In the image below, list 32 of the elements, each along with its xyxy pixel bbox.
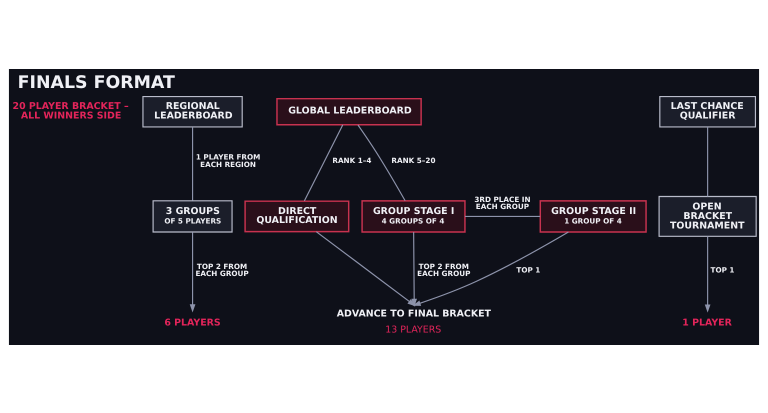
edge-label: TOP 1	[710, 265, 734, 274]
node-box: OPEN BRACKET TOURNAMENT	[658, 195, 757, 236]
node-label: 13 PLAYERS	[385, 324, 442, 335]
connector	[192, 126, 194, 200]
edge-label: TOP 1	[516, 265, 540, 274]
node-box: GLOBAL LEADERBOARD	[276, 97, 422, 125]
arrow	[412, 231, 569, 306]
connector	[465, 215, 540, 216]
diagram-title: FINALS FORMAT	[18, 72, 175, 92]
arrow	[316, 230, 416, 306]
edge-label: RANK 5–20	[391, 156, 436, 165]
edge-label: 1 PLAYER FROM EACH REGION	[196, 152, 260, 168]
node-box: 3 GROUPS OF 5 PLAYERS	[152, 200, 233, 232]
arrow	[704, 236, 710, 312]
node-box: GROUP STAGE II 1 GROUP OF 4	[540, 200, 647, 232]
arrow	[411, 232, 418, 306]
node-text: ADVANCE TO FINAL BRACKET	[336, 308, 491, 319]
connector	[357, 124, 406, 201]
node-box: REGIONAL LEADERBOARD	[142, 95, 243, 128]
edge-label: TOP 2 FROM EACH GROUP	[195, 261, 249, 278]
label: 20 PLAYER BRACKET – ALL WINNERS SIDE	[12, 100, 129, 122]
connector	[707, 126, 708, 196]
edge-label: RANK 1–4	[332, 156, 372, 165]
node-box: GROUP STAGE I 4 GROUPS OF 4	[361, 200, 466, 232]
node-box: LAST CHANCE QUALIFIER	[659, 95, 756, 128]
arrow	[190, 232, 196, 312]
edge-label: 3RD PLACE IN EACH GROUP	[474, 194, 531, 211]
edge-label: TOP 2 FROM EACH GROUP	[417, 261, 470, 278]
connector	[304, 124, 344, 201]
node-box: DIRECT QUALIFICATION	[244, 200, 350, 232]
node-text: 1 PLAYER	[682, 317, 732, 328]
node-text: 6 PLAYERS	[164, 317, 221, 328]
